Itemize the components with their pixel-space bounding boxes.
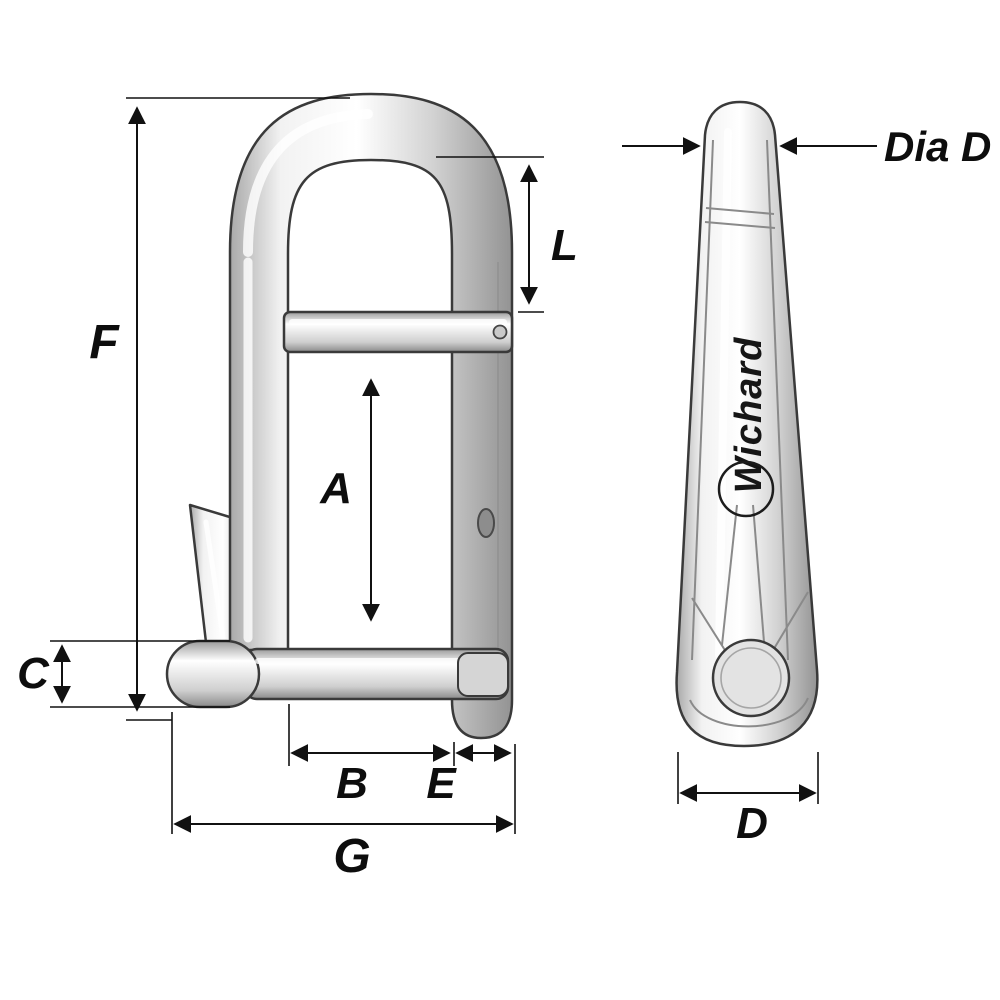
dimension-L: L — [436, 156, 578, 313]
key-bar — [282, 310, 514, 354]
dimension-label-A: A — [319, 464, 352, 513]
dimension-label-L: L — [551, 221, 578, 270]
dimension-label-G: G — [333, 830, 370, 883]
side-brace-left — [691, 597, 729, 656]
side-hatch-2 — [704, 221, 776, 229]
dimension-dia-D: Dia D — [622, 123, 991, 170]
side-hatch-1 — [705, 207, 775, 215]
pin-cap — [165, 639, 261, 709]
dimension-E: E — [426, 742, 512, 808]
side-bottom-shade — [689, 697, 809, 728]
dimension-label-E: E — [426, 759, 457, 808]
dimension-C: C — [17, 640, 230, 708]
key-pin-tab-highlight — [203, 519, 226, 641]
dimension-label-dia-D: Dia D — [884, 123, 991, 170]
arch-highlight — [243, 109, 373, 257]
dimension-F: F — [89, 97, 350, 721]
front-view — [165, 92, 514, 740]
side-pin-line-left — [721, 504, 738, 646]
brand-logo-ring — [717, 460, 775, 518]
side-pin-head — [711, 638, 791, 718]
side-pin-line-right — [752, 504, 765, 643]
dimension-label-B: B — [336, 759, 368, 808]
dimension-G: G — [171, 712, 516, 883]
side-highlight — [715, 128, 732, 659]
dimension-A: A — [319, 378, 380, 622]
side-profile — [675, 100, 819, 748]
leg-slot-hole — [477, 508, 495, 538]
dimension-label-F: F — [89, 316, 120, 369]
side-pin-head-inner — [720, 647, 782, 709]
side-inner-line-left — [691, 139, 714, 661]
pin-right-end — [457, 652, 509, 697]
dimension-B: B — [288, 704, 451, 808]
side-view: Wichard — [675, 100, 819, 748]
dimension-label-C: C — [17, 649, 50, 698]
key-bar-rivet — [492, 324, 508, 340]
side-brace-right — [771, 591, 809, 653]
dimension-D: D — [677, 752, 819, 848]
dimension-label-D: D — [736, 799, 768, 848]
